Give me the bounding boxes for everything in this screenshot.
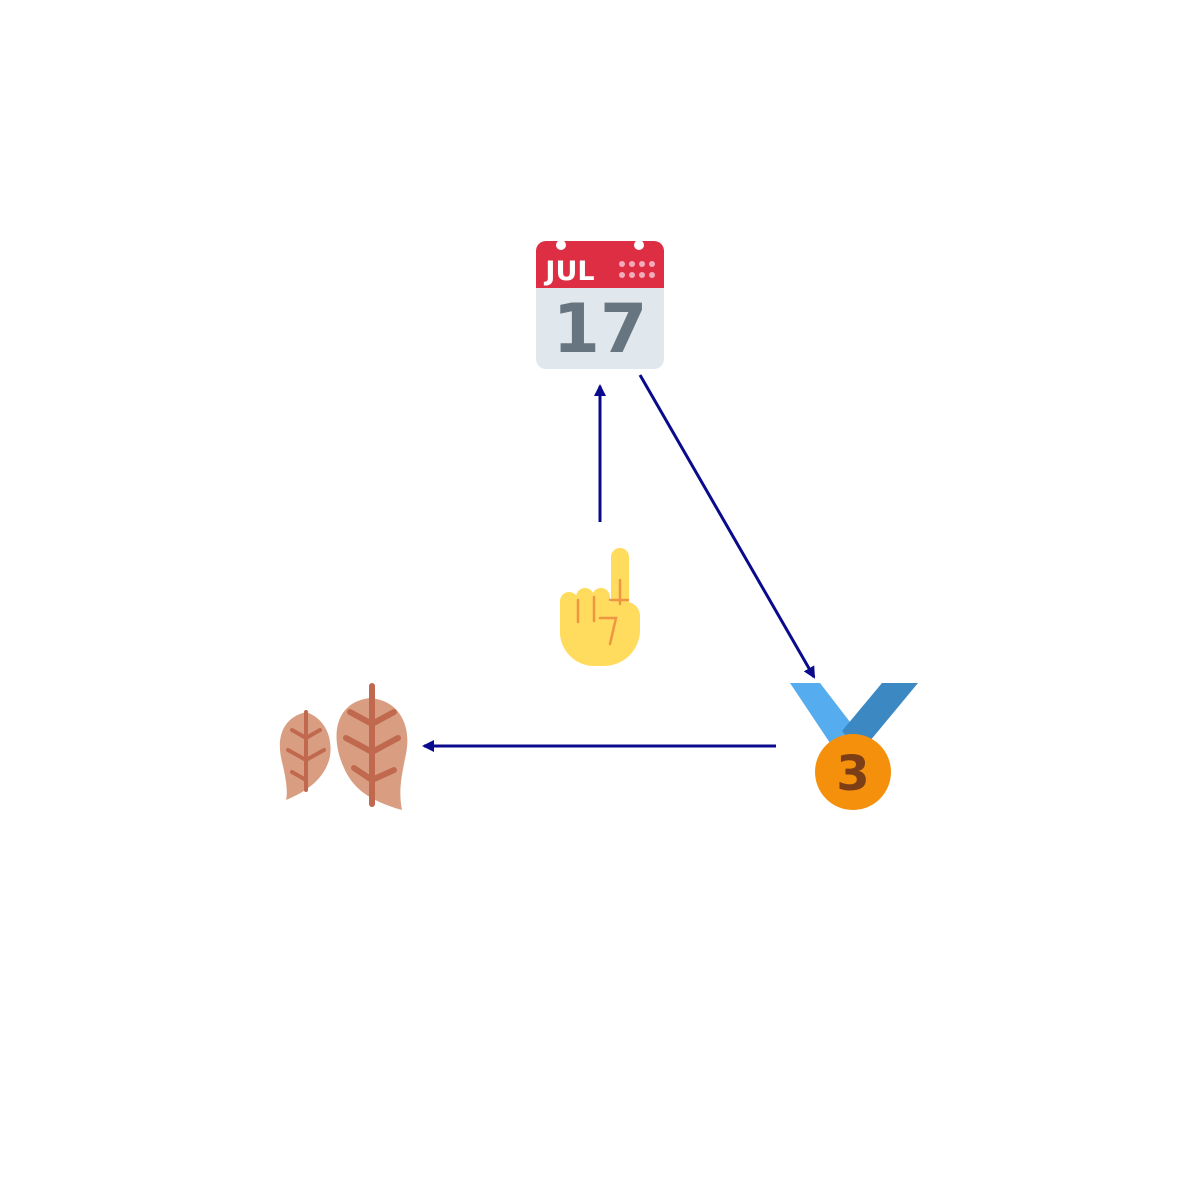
edge-calendar-to-medal bbox=[638, 374, 816, 679]
calendar-icon: JUL 17 bbox=[536, 240, 664, 369]
calendar-day: 17 bbox=[553, 290, 648, 369]
edges bbox=[422, 374, 816, 752]
fallen-leaves-icon bbox=[279, 683, 408, 810]
index-pointing-up-icon bbox=[559, 548, 641, 666]
medal-rank: 3 bbox=[836, 746, 869, 802]
third-place-medal-icon: 3 bbox=[790, 683, 918, 810]
calendar-month: JUL bbox=[543, 256, 594, 287]
